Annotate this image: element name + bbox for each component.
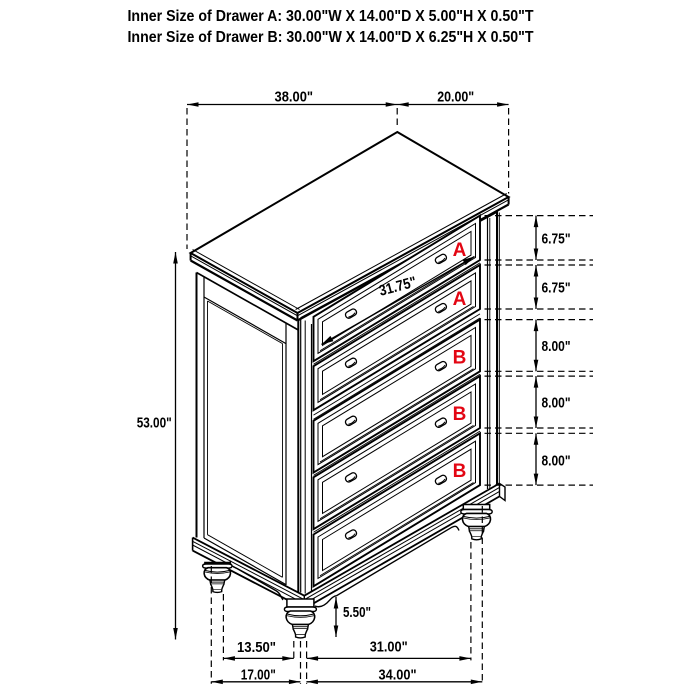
svg-text:31.00": 31.00" bbox=[370, 639, 408, 656]
svg-text:Inner Size of Drawer B: 30.00": Inner Size of Drawer B: 30.00"W X 14.00"… bbox=[128, 29, 534, 46]
svg-text:B: B bbox=[453, 347, 467, 368]
svg-text:20.00": 20.00" bbox=[437, 89, 474, 106]
svg-text:34.00": 34.00" bbox=[379, 667, 417, 684]
svg-text:8.00": 8.00" bbox=[542, 338, 571, 355]
svg-text:6.75": 6.75" bbox=[542, 230, 571, 247]
svg-text:17.00": 17.00" bbox=[241, 667, 276, 684]
svg-text:A: A bbox=[453, 240, 467, 261]
svg-text:B: B bbox=[453, 404, 467, 425]
svg-text:13.50": 13.50" bbox=[237, 639, 276, 656]
svg-text:38.00": 38.00" bbox=[275, 89, 314, 106]
svg-text:A: A bbox=[453, 289, 467, 310]
svg-text:53.00": 53.00" bbox=[137, 415, 172, 432]
svg-text:B: B bbox=[453, 461, 467, 482]
svg-text:6.75": 6.75" bbox=[542, 279, 571, 296]
svg-text:5.50": 5.50" bbox=[343, 604, 371, 621]
svg-text:8.00": 8.00" bbox=[542, 452, 571, 469]
svg-text:Inner Size of Drawer A: 30.00": Inner Size of Drawer A: 30.00"W X 14.00"… bbox=[128, 8, 534, 25]
svg-text:8.00": 8.00" bbox=[542, 394, 571, 411]
